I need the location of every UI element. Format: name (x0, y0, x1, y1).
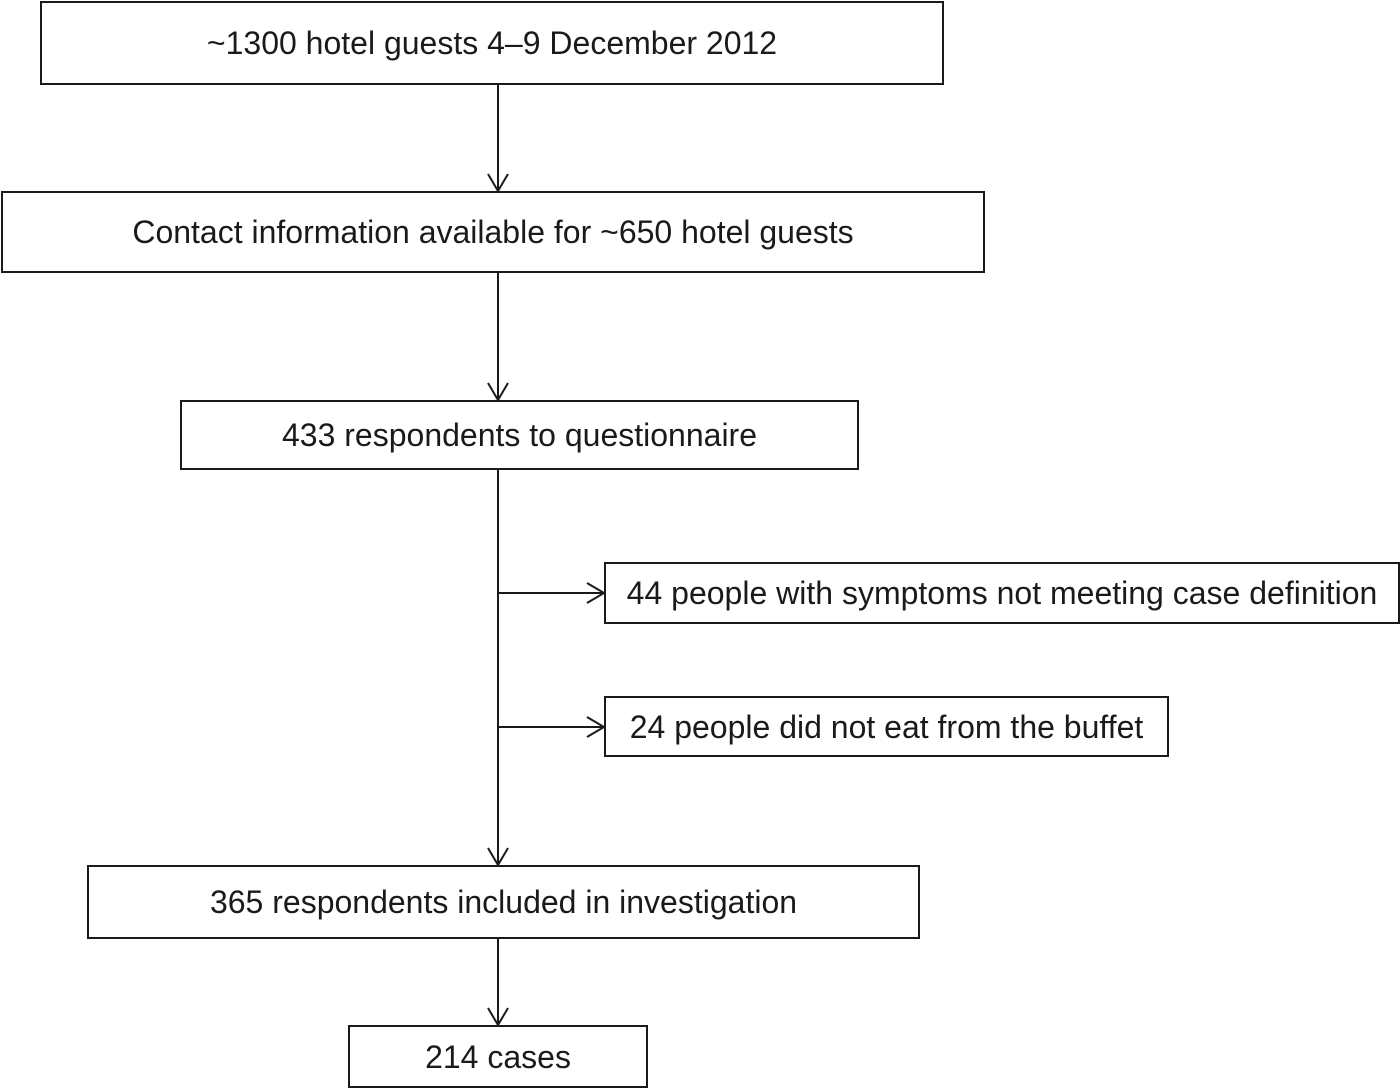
cases-label: 214 cases (425, 1038, 571, 1075)
contact-info-box: Contact information available for ~650 h… (1, 191, 985, 273)
hotel-guests-box: ~1300 hotel guests 4–9 December 2012 (40, 1, 944, 85)
respondents-box: 433 respondents to questionnaire (180, 400, 859, 470)
excluded-buffet-label: 24 people did not eat from the buffet (629, 708, 1144, 745)
respondents-label: 433 respondents to questionnaire (281, 417, 757, 453)
excluded-symptoms-box: 44 people with symptoms not meeting case… (604, 562, 1400, 624)
hotel-guests-label: ~1300 hotel guests 4–9 December 2012 (206, 25, 778, 61)
included-label: 365 respondents included in investigatio… (209, 884, 798, 920)
excluded-buffet-box: 24 people did not eat from the buffet (604, 696, 1169, 757)
cases-box: 214 cases (348, 1025, 648, 1088)
excluded-symptoms-label: 44 people with symptoms not meeting case… (626, 575, 1378, 611)
contact-info-label: Contact information available for ~650 h… (132, 214, 854, 250)
included-box: 365 respondents included in investigatio… (87, 865, 920, 939)
